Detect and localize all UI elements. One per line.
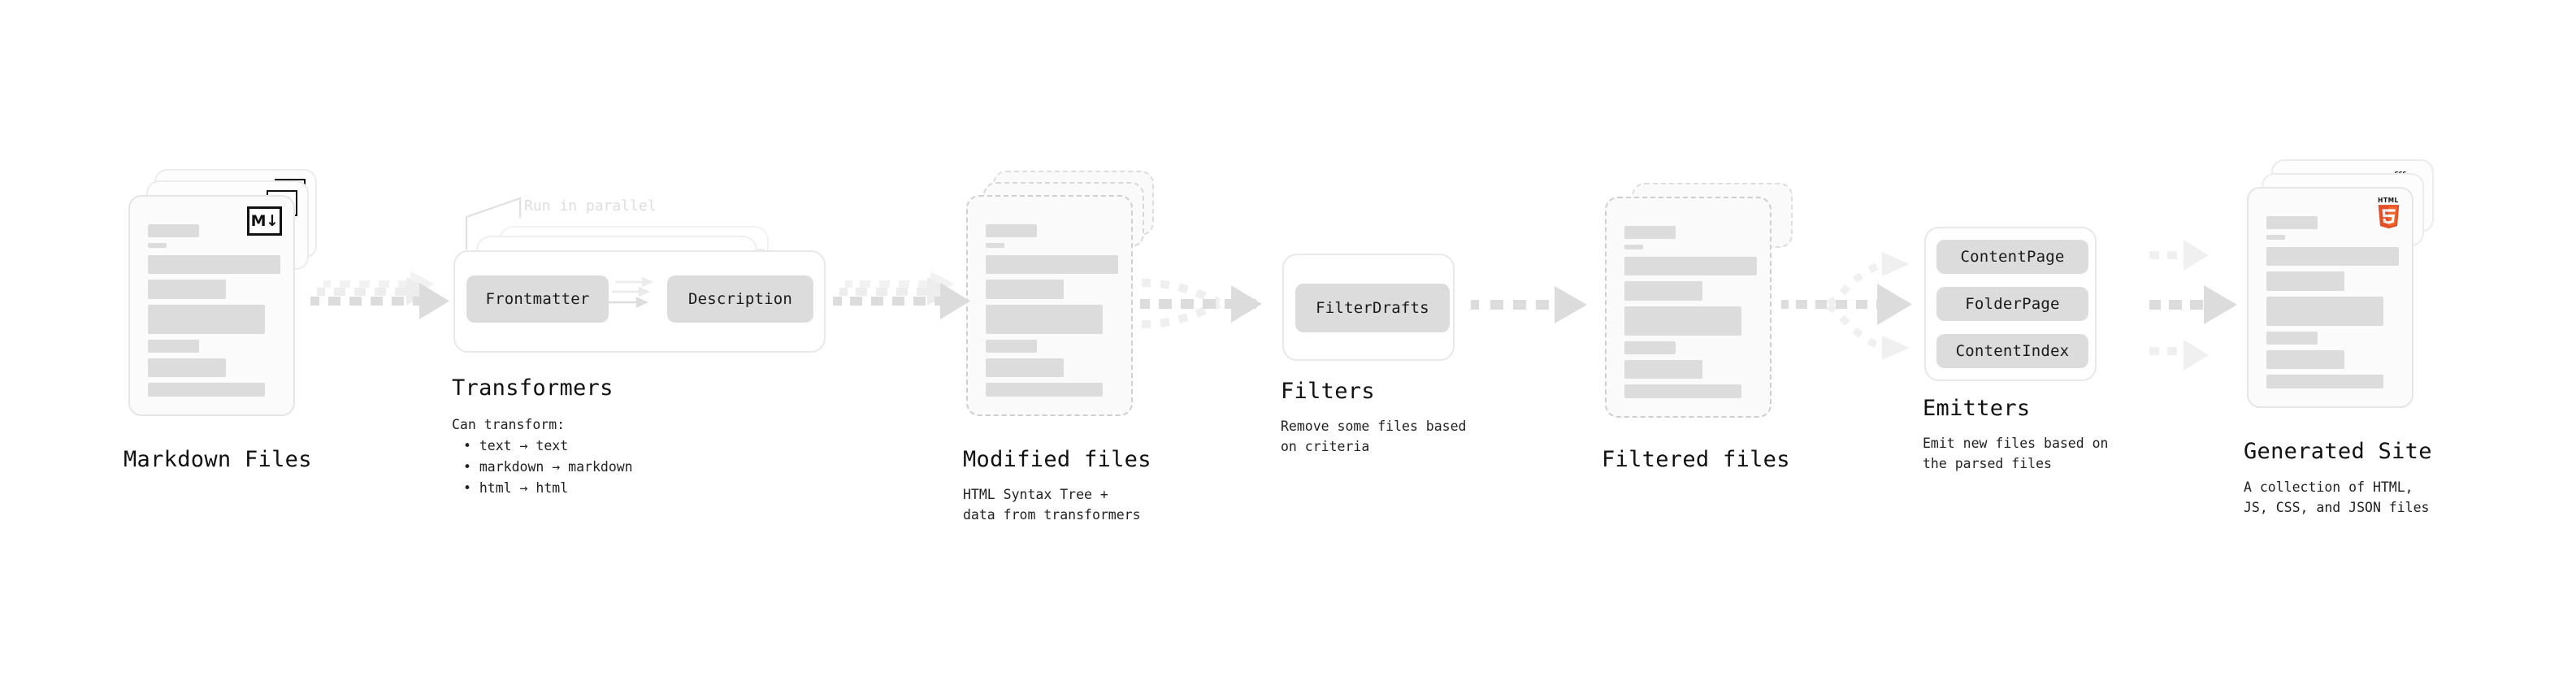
- modified-files-subtitle: HTML Syntax Tree + data from transformer…: [963, 487, 1141, 523]
- transformer-chip-frontmatter[interactable]: Frontmatter: [466, 275, 609, 323]
- stage-title-markdown-files: Markdown Files: [124, 447, 312, 472]
- content-bar: [2266, 350, 2344, 369]
- markdown-icon: M↓: [247, 206, 282, 236]
- content-bar: [148, 383, 265, 397]
- transformers-bullet-1-label: markdown → markdown: [479, 459, 633, 475]
- emitter-chip-contentpage[interactable]: ContentPage: [1936, 240, 2088, 274]
- content-bar: [986, 305, 1103, 334]
- content-bar: [1624, 341, 1676, 354]
- markdown-file-content-lines: [148, 224, 280, 397]
- markdown-icon-glyph: M↓: [250, 211, 279, 230]
- content-bar: [986, 383, 1103, 397]
- filtered-file-card-front: [1605, 197, 1772, 418]
- transformers-bullet-1: • markdown → markdown: [463, 459, 633, 475]
- filters-group-box: FilterDrafts: [1282, 254, 1455, 361]
- content-bar: [2266, 216, 2318, 229]
- stage-title-transformers: Transformers: [452, 375, 614, 401]
- html5-shield-icon: [2378, 205, 2399, 229]
- filters-subtitle: Remove some files based on criteria: [1281, 419, 1467, 454]
- emitter-chip-folderpage[interactable]: FolderPage: [1936, 287, 2088, 321]
- transformers-bullet-2: • html → html: [463, 480, 569, 496]
- markdown-file-card-front: M↓: [128, 195, 295, 416]
- modified-file-content-lines: [986, 224, 1118, 397]
- transformers-group-box-front: Frontmatter Description: [453, 250, 826, 353]
- filtered-file-content-lines: [1624, 226, 1757, 398]
- content-bar: [1624, 360, 1702, 379]
- connector-emitters-to-site: [2149, 240, 2237, 371]
- content-bar: [986, 358, 1064, 377]
- transformers-subtitle: Can transform:: [452, 417, 566, 432]
- content-bar: [2266, 271, 2344, 291]
- connector-filters-to-filtered: [1471, 286, 1587, 323]
- content-bar: [1624, 384, 1741, 398]
- transformers-bullet-0: • text → text: [463, 438, 569, 453]
- html5-icon-label: HTML: [2378, 197, 2399, 204]
- content-bar: [986, 255, 1118, 274]
- content-bar: [1624, 281, 1702, 301]
- emitters-group-box: ContentPage FolderPage ContentIndex: [1924, 227, 2097, 381]
- content-bar: [2266, 235, 2285, 240]
- content-bar: [986, 340, 1037, 353]
- connector-filtered-to-emitters: [1781, 252, 1912, 360]
- content-bar: [2266, 332, 2318, 345]
- content-bar: [148, 340, 199, 353]
- generated-site-card-front: HTML: [2247, 187, 2413, 408]
- stage-title-modified-files: Modified files: [963, 447, 1151, 472]
- stage-title-filters: Filters: [1281, 379, 1375, 404]
- content-bar: [148, 224, 199, 237]
- modified-file-card-front: [966, 195, 1133, 416]
- content-bar: [2266, 375, 2383, 388]
- content-bar: [148, 305, 265, 334]
- connector-transformers-to-modified: [833, 271, 970, 319]
- emitter-chip-contentindex[interactable]: ContentIndex: [1936, 334, 2088, 368]
- filter-chip-filterdrafts[interactable]: FilterDrafts: [1295, 284, 1450, 332]
- content-bar: [1624, 245, 1643, 249]
- stage-title-filtered-files: Filtered files: [1602, 447, 1790, 472]
- generated-site-subtitle: A collection of HTML, JS, CSS, and JSON …: [2244, 479, 2430, 515]
- content-bar: [148, 255, 280, 274]
- transformers-bullet-0-label: text → text: [479, 438, 569, 453]
- generated-site-content-lines: [2266, 216, 2399, 388]
- content-bar: [148, 358, 226, 377]
- transformers-parallel-annotation: Run in parallel: [524, 197, 657, 215]
- content-bar: [1624, 306, 1741, 336]
- html5-icon: HTML: [2376, 197, 2400, 232]
- stage-title-generated-site: Generated Site: [2244, 439, 2432, 464]
- content-bar: [148, 243, 167, 248]
- content-bar: [986, 280, 1064, 299]
- connector-modified-to-filters: [1140, 279, 1262, 328]
- content-bar: [1624, 226, 1676, 239]
- content-bar: [2266, 247, 2399, 266]
- emitters-subtitle: Emit new files based on the parsed files: [1923, 436, 2109, 471]
- content-bar: [1624, 257, 1757, 275]
- content-bar: [2266, 297, 2383, 326]
- connector-markdown-to-transformers: [310, 271, 449, 319]
- content-bar: [986, 243, 1004, 248]
- content-bar: [148, 280, 226, 299]
- transformers-bullet-2-label: html → html: [479, 480, 569, 496]
- content-bar: [986, 224, 1037, 237]
- stage-title-emitters: Emitters: [1923, 396, 2031, 421]
- transformer-chip-description[interactable]: Description: [667, 275, 813, 323]
